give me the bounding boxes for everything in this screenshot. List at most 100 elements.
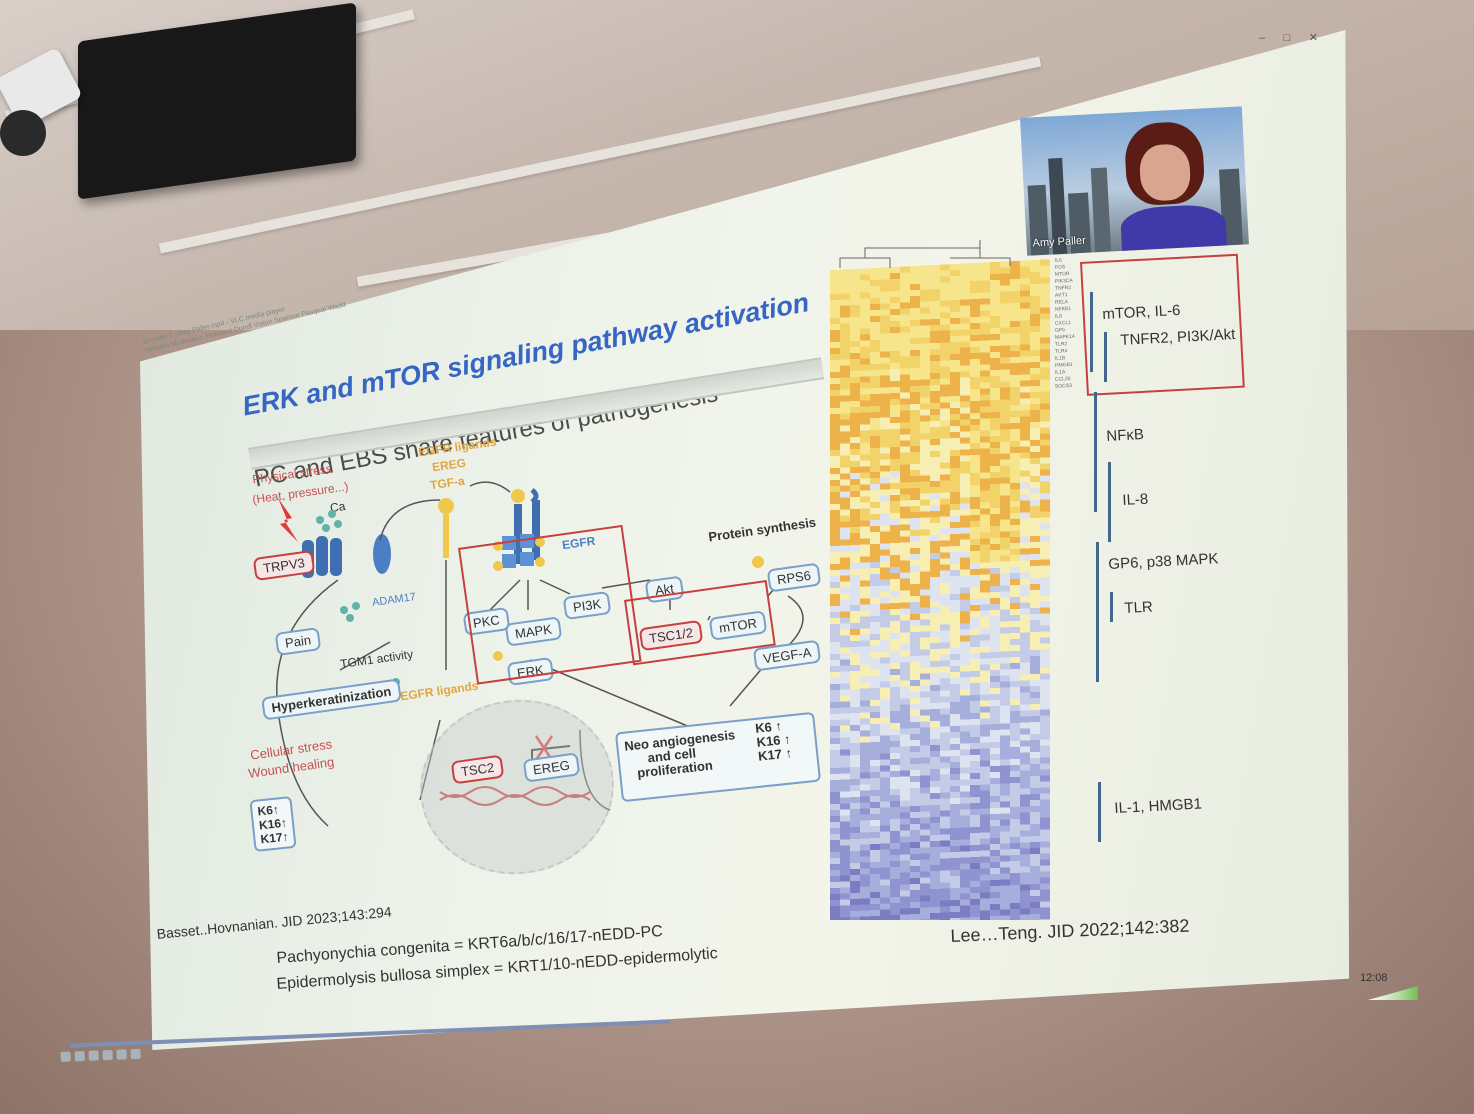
heatmap-cell (1040, 325, 1050, 332)
playlist-icon[interactable] (130, 1048, 141, 1060)
minimize-icon[interactable]: – (1259, 32, 1266, 44)
k17-right: K17 (757, 746, 783, 764)
heatmap-cell (970, 839, 980, 845)
heatmap-cell (1030, 692, 1040, 698)
window-controls[interactable]: – □ ✕ (1245, 28, 1355, 44)
heatmap-cell (840, 329, 850, 336)
heatmap-cell (920, 547, 930, 554)
heatmap-cell (940, 888, 950, 895)
heatmap-cell (920, 679, 930, 686)
heatmap-cell (880, 699, 890, 706)
heatmap-cell (950, 876, 960, 882)
heatmap-cell (990, 526, 1000, 532)
maximize-icon[interactable]: □ (1283, 32, 1291, 44)
heatmap-cell (930, 673, 940, 679)
heatmap-cell (910, 632, 920, 638)
heatmap-cell (1010, 267, 1020, 273)
heatmap-cell (990, 694, 1000, 700)
heatmap-cell (970, 299, 980, 305)
stop-icon[interactable] (74, 1051, 85, 1062)
heatmap-cell (920, 613, 930, 620)
heatmap-cell (920, 343, 930, 350)
heatmap-cell (980, 622, 990, 629)
heatmap-cell (870, 892, 880, 898)
heatmap-cell (1020, 326, 1030, 333)
heatmap-cell (1020, 398, 1030, 405)
heatmap-cell (890, 429, 900, 435)
heatmap-cell (980, 718, 990, 725)
heatmap-cell (1000, 879, 1010, 886)
heatmap-cell (830, 396, 840, 402)
heatmap-cell (920, 463, 930, 470)
heatmap-cell (950, 828, 960, 834)
heatmap-cell (840, 839, 850, 846)
fullscreen-icon[interactable] (116, 1049, 127, 1060)
heatmap-cell (880, 801, 890, 808)
heatmap-cell (1020, 542, 1030, 549)
heatmap-cell (860, 916, 870, 920)
heatmap-cell (900, 500, 910, 507)
heatmap-cell (850, 305, 860, 311)
heatmap-cell (870, 352, 880, 358)
heatmap-cell (880, 273, 890, 280)
cluster-bar (1108, 462, 1111, 542)
heatmap-cell (900, 860, 910, 867)
heatmap-cell (930, 751, 940, 757)
heatmap-cell (950, 564, 960, 570)
heatmap-cell (1010, 693, 1020, 699)
heatmap-cell (1000, 723, 1010, 730)
heatmap-cell (990, 856, 1000, 862)
heatmap-cell (930, 367, 940, 373)
heatmap-cell (1040, 361, 1050, 368)
heatmap-cell (840, 683, 850, 690)
heatmap-cell (910, 404, 920, 410)
heatmap-cell (860, 772, 870, 779)
heatmap-cell (910, 710, 920, 716)
heatmap-cell (850, 635, 860, 641)
heatmap-cell (880, 267, 890, 274)
heatmap-cell (970, 851, 980, 857)
heatmap-cell (1010, 657, 1020, 663)
heatmap-cell (930, 685, 940, 691)
heatmap-cell (970, 635, 980, 641)
heatmap-cell (940, 546, 950, 553)
heatmap-cell (850, 701, 860, 707)
heatmap-cell (990, 424, 1000, 430)
heatmap-cell (840, 629, 850, 636)
close-icon[interactable]: ✕ (1308, 32, 1318, 44)
heatmap-cell (840, 407, 850, 414)
heatmap-cell (970, 689, 980, 695)
heatmap-cell (1020, 290, 1030, 297)
heatmap-cell (980, 334, 990, 341)
heatmap-cell (830, 324, 840, 330)
heatmap-cell (830, 288, 840, 294)
heatmap-cell (1010, 549, 1020, 555)
heatmap-cell (910, 470, 920, 476)
heatmap-cell (940, 918, 950, 920)
previous-icon[interactable] (88, 1050, 99, 1061)
heatmap-cell (1020, 404, 1030, 411)
heatmap-cell (910, 848, 920, 854)
heatmap-cell (900, 470, 910, 477)
play-icon[interactable] (60, 1051, 71, 1062)
heatmap-cell (850, 845, 860, 851)
next-icon[interactable] (102, 1049, 113, 1061)
heatmap-cell (920, 571, 930, 578)
heatmap-cell (1010, 849, 1020, 855)
heatmap-cell (960, 497, 970, 504)
heatmap-cell (1020, 302, 1030, 309)
heatmap-cell (860, 592, 870, 599)
heatmap-cell (930, 607, 940, 613)
heatmap-cell (1030, 788, 1040, 794)
heatmap-cell (910, 464, 920, 470)
heatmap-cell (1040, 679, 1050, 686)
heatmap-cell (830, 900, 840, 906)
heatmap-cell (950, 762, 960, 768)
heatmap-cell (1010, 339, 1020, 345)
heatmap-cell (900, 698, 910, 705)
heatmap-cell (960, 725, 970, 732)
heatmap-cell (940, 804, 950, 811)
heatmap-cell (890, 363, 900, 369)
heatmap-cell (1000, 357, 1010, 364)
heatmap-cell (1030, 902, 1040, 908)
